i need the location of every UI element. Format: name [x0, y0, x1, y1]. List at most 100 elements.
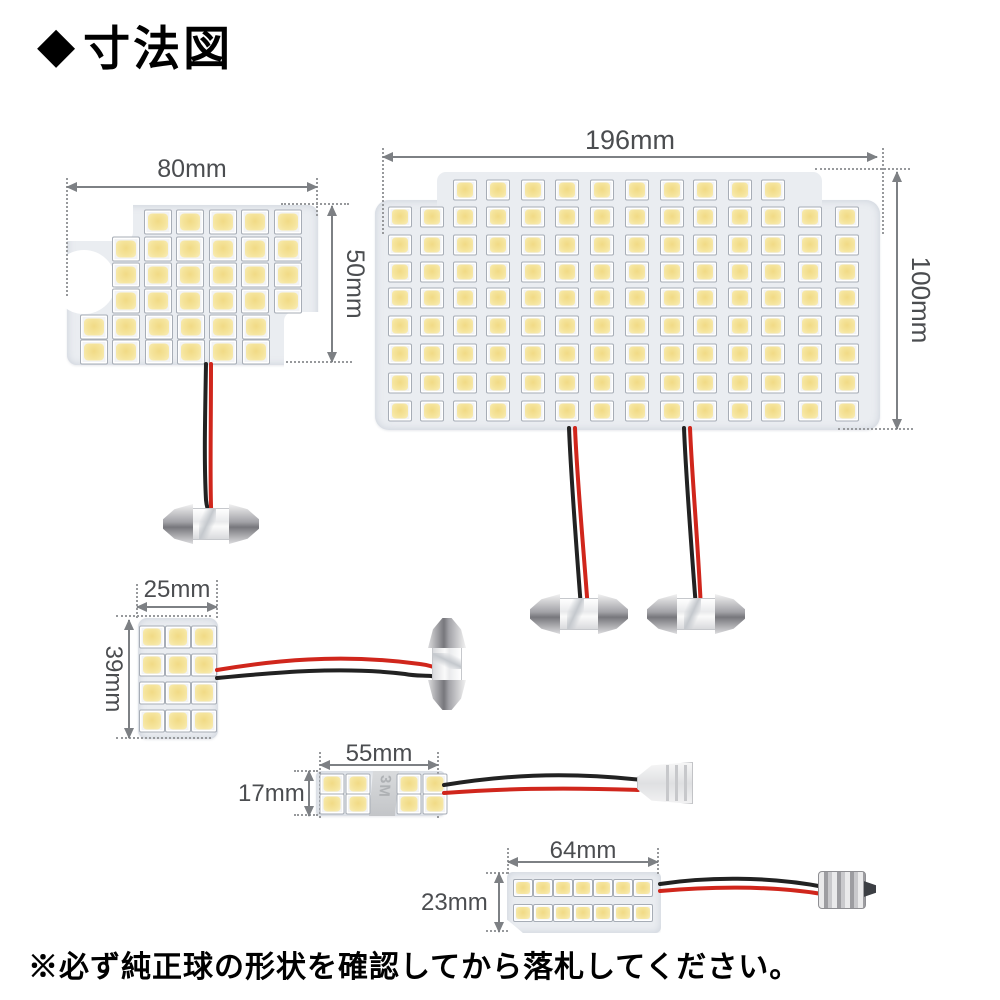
- led-chip: [625, 343, 649, 365]
- led-chip: [420, 261, 444, 283]
- led-chip: [209, 314, 237, 340]
- led-chip: [798, 287, 822, 309]
- led-chip: [533, 879, 553, 897]
- led-chip: [144, 236, 172, 262]
- height-dimension-label: 39mm: [100, 645, 127, 713]
- extension-line: [66, 178, 68, 296]
- led-chip: [112, 314, 140, 340]
- wire-black: [215, 668, 440, 680]
- led-chip: [693, 287, 717, 309]
- led-chip: [761, 261, 785, 283]
- led-chip: [761, 179, 785, 201]
- led-chip: [144, 262, 172, 288]
- led-chip: [798, 343, 822, 365]
- led-chip: [453, 179, 477, 201]
- led-chip: [176, 209, 204, 235]
- caution-note: ※必ず純正球の形状を確認してから落札してください。: [28, 951, 801, 984]
- led-chip: [613, 879, 633, 897]
- led-chip: [396, 773, 422, 795]
- led-chip: [144, 209, 172, 235]
- led-chip: [209, 288, 237, 314]
- 3m-sticker-label: 3M: [375, 775, 395, 798]
- led-chip: [728, 179, 752, 201]
- extension-line: [316, 178, 318, 216]
- height-dimension-label: 17mm: [238, 780, 305, 807]
- led-chip: [590, 343, 614, 365]
- led-chip: [761, 372, 785, 394]
- extension-line: [116, 737, 211, 739]
- led-chip: [319, 793, 345, 815]
- wire-black: [567, 426, 583, 610]
- led-chip: [693, 315, 717, 337]
- led-chip: [590, 234, 614, 256]
- led-chip: [521, 234, 545, 256]
- led-chip: [145, 339, 173, 365]
- led-chip: [521, 179, 545, 201]
- extension-line: [382, 148, 384, 234]
- led-chip: [521, 315, 545, 337]
- led-chip: [728, 343, 752, 365]
- extension-line: [815, 168, 910, 170]
- extension-line: [286, 361, 352, 363]
- led-chip: [177, 314, 205, 340]
- led-chip: [590, 372, 614, 394]
- width-dimension-arrow: [319, 760, 439, 770]
- led-chip: [274, 262, 302, 288]
- led-chip: [625, 179, 649, 201]
- bulb-cap: [647, 594, 677, 634]
- led-chip: [761, 400, 785, 422]
- led-chip: [241, 209, 269, 235]
- led-chip: [388, 315, 412, 337]
- led-chip: [625, 287, 649, 309]
- height-dimension-label: 50mm: [341, 249, 369, 319]
- wire-black: [442, 773, 644, 787]
- led-chip: [660, 206, 684, 228]
- led-chip: [590, 287, 614, 309]
- led-chip: [388, 261, 412, 283]
- led-chip: [165, 625, 191, 649]
- height-dimension-arrow: [494, 872, 504, 933]
- wire-red: [573, 426, 590, 612]
- led-chip: [112, 339, 140, 365]
- led-chip: [521, 261, 545, 283]
- led-chip: [798, 234, 822, 256]
- led-chip: [139, 681, 165, 705]
- led-chip: [555, 179, 579, 201]
- wire-red: [688, 426, 703, 612]
- led-chip: [798, 400, 822, 422]
- festoon-bulb-2: [530, 594, 628, 634]
- led-chip: [209, 339, 237, 365]
- led-chip: [761, 343, 785, 365]
- led-chip: [420, 372, 444, 394]
- led-chip: [660, 315, 684, 337]
- page-title-text: 寸法図: [83, 22, 234, 75]
- led-chip: [422, 793, 448, 815]
- led-chip: [396, 793, 422, 815]
- led-chip: [420, 315, 444, 337]
- height-dimension-label: 100mm: [906, 256, 936, 344]
- led-chip: [593, 879, 613, 897]
- notch-cutout: [52, 250, 116, 314]
- wire-red: [658, 885, 824, 896]
- led-chip: [590, 206, 614, 228]
- led-chip: [590, 315, 614, 337]
- led-chip: [521, 206, 545, 228]
- led-chip: [145, 314, 173, 340]
- led-chip: [835, 315, 859, 337]
- led-chip: [660, 343, 684, 365]
- led-chip: [761, 315, 785, 337]
- led-chip: [761, 234, 785, 256]
- led-chip: [660, 234, 684, 256]
- led-chip: [274, 236, 302, 262]
- ba9s-bulb: [818, 871, 876, 909]
- extension-line: [216, 580, 218, 618]
- led-chip: [112, 262, 140, 288]
- led-chip: [420, 400, 444, 422]
- led-chip: [693, 179, 717, 201]
- led-chip: [209, 262, 237, 288]
- led-chip: [660, 372, 684, 394]
- height-dimension-label: 23mm: [421, 889, 488, 916]
- led-chip: [573, 879, 593, 897]
- bulb-cap: [530, 594, 560, 634]
- led-chip: [165, 653, 191, 677]
